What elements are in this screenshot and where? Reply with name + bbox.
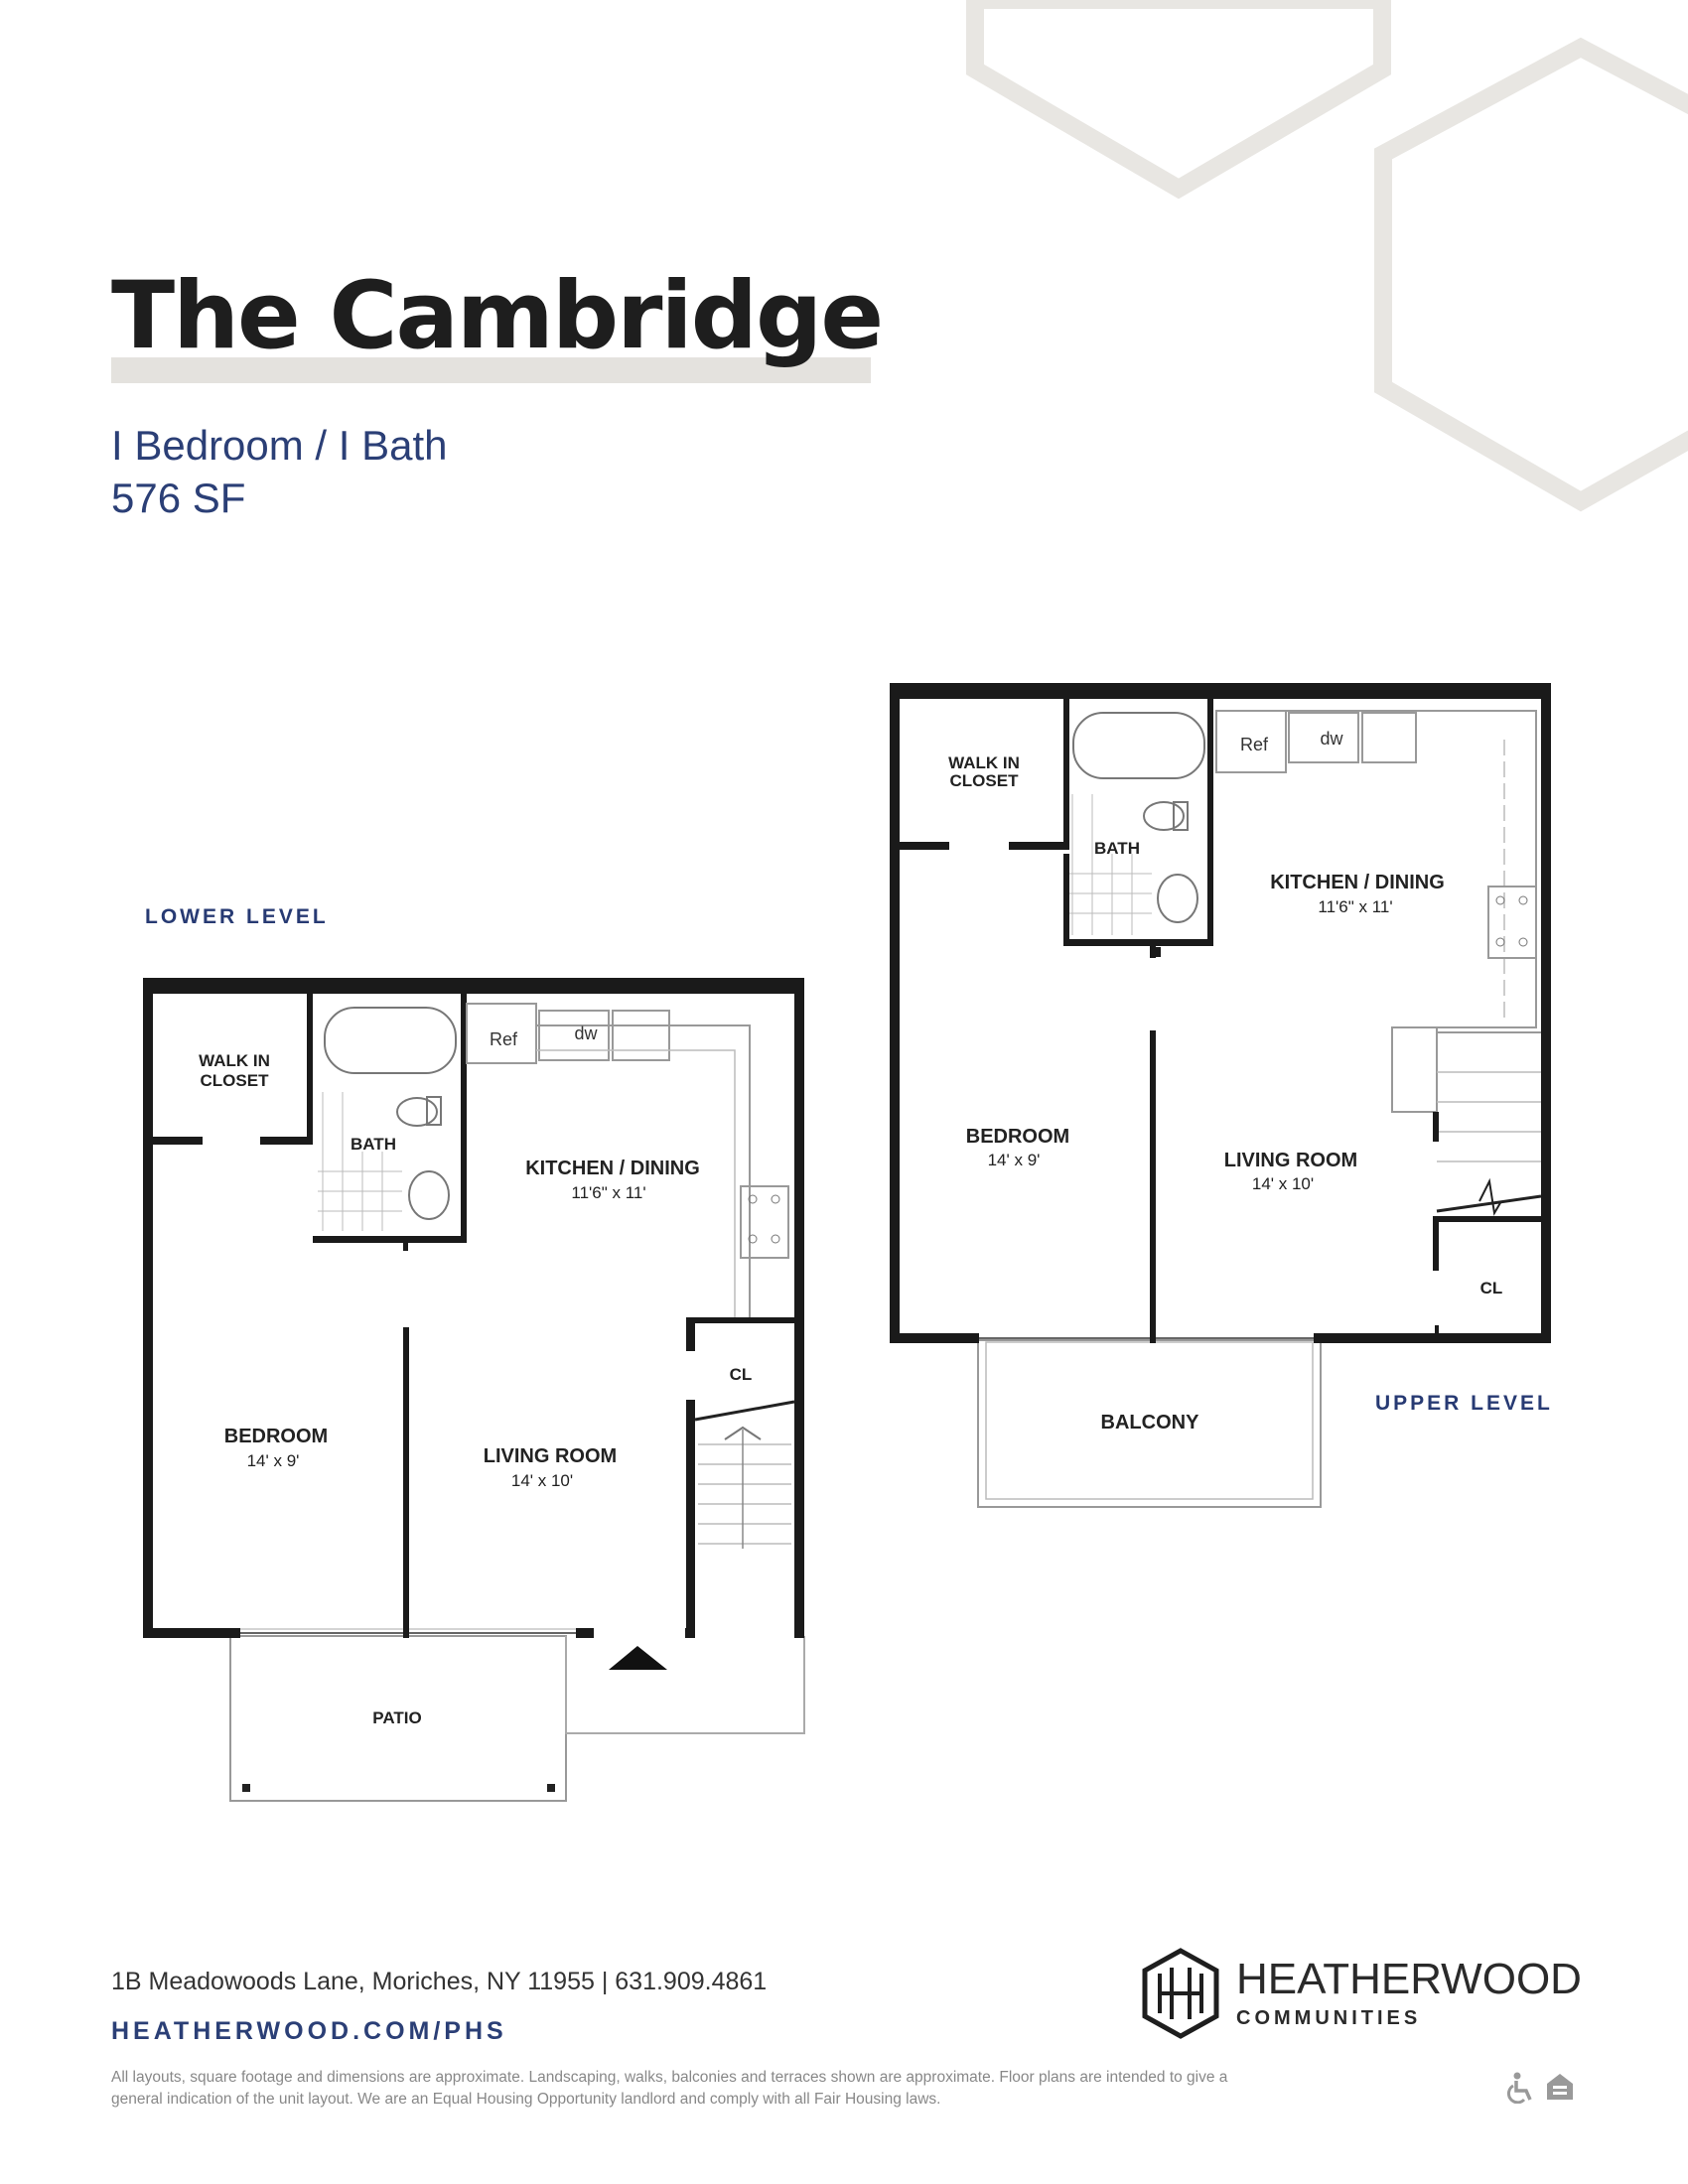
brand-subtitle: COMMUNITIES xyxy=(1236,2007,1422,2029)
unit-type: I Bedroom / I Bath xyxy=(111,422,448,469)
wheelchair-accessible-icon xyxy=(1506,2072,1532,2104)
lower-kitchen-label: KITCHEN / DINING xyxy=(525,1158,700,1179)
upper-balcony-label: BALCONY xyxy=(1101,1412,1200,1433)
upper-ref-label: Ref xyxy=(1240,735,1269,754)
upper-kitchen-dim: 11'6" x 11' xyxy=(1318,897,1392,916)
upper-bedroom-label: BEDROOM xyxy=(966,1126,1069,1148)
upper-bedroom-dim: 14' x 9' xyxy=(988,1151,1041,1169)
heatherwood-logo-icon xyxy=(1142,1948,1219,2039)
lower-bedroom-dim: 14' x 9' xyxy=(247,1451,300,1470)
upper-living-dim: 14' x 10' xyxy=(1252,1174,1314,1193)
website-link[interactable]: HEATHERWOOD.COM/PHS xyxy=(111,2017,507,2045)
lower-bath-label: BATH xyxy=(351,1135,396,1154)
footer-address: 1B Meadowoods Lane, Moriches, NY 11955 |… xyxy=(111,1968,768,1995)
lower-closet-label: CL xyxy=(730,1365,753,1384)
upper-level-label: UPPER LEVEL xyxy=(1375,1392,1553,1415)
lower-walkin-line1: WALK IN xyxy=(199,1051,270,1070)
disclaimer: All layouts, square footage and dimensio… xyxy=(111,2069,1228,2108)
square-feet: 576 SF xyxy=(111,475,246,521)
lower-level-label: LOWER LEVEL xyxy=(145,905,329,928)
lower-living-dim: 14' x 10' xyxy=(511,1471,573,1490)
lower-level-floorplan xyxy=(143,978,805,1802)
title-underline xyxy=(111,357,871,383)
upper-walkin-line1: WALK IN xyxy=(948,753,1020,772)
upper-kitchen-label: KITCHEN / DINING xyxy=(1270,872,1445,893)
upper-bath-label: BATH xyxy=(1094,839,1140,858)
lower-bedroom-label: BEDROOM xyxy=(224,1426,328,1447)
lower-walkin-line2: CLOSET xyxy=(201,1071,270,1090)
lower-kitchen-dim: 11'6" x 11' xyxy=(571,1183,645,1202)
upper-level-labels: WALK IN CLOSET BATH Ref dw KITCHEN / DIN… xyxy=(948,729,1503,1433)
equal-housing-icon xyxy=(1547,2074,1573,2100)
lower-dw-label: dw xyxy=(574,1024,598,1043)
lower-ref-label: Ref xyxy=(490,1029,518,1049)
decorative-hexagons xyxy=(966,0,1688,512)
brand-name: HEATHERWOOD xyxy=(1236,1955,1582,2003)
upper-dw-label: dw xyxy=(1320,729,1343,749)
page-title: The Cambridge xyxy=(111,262,884,370)
upper-living-label: LIVING ROOM xyxy=(1224,1150,1357,1171)
lower-level-labels: WALK IN CLOSET BATH Ref dw KITCHEN / DIN… xyxy=(199,1024,753,1727)
lower-patio-label: PATIO xyxy=(372,1708,421,1727)
lower-living-label: LIVING ROOM xyxy=(484,1445,617,1467)
upper-level-floorplan xyxy=(890,683,1551,1508)
upper-walkin-line2: CLOSET xyxy=(950,771,1020,790)
upper-closet-label: CL xyxy=(1480,1279,1503,1297)
